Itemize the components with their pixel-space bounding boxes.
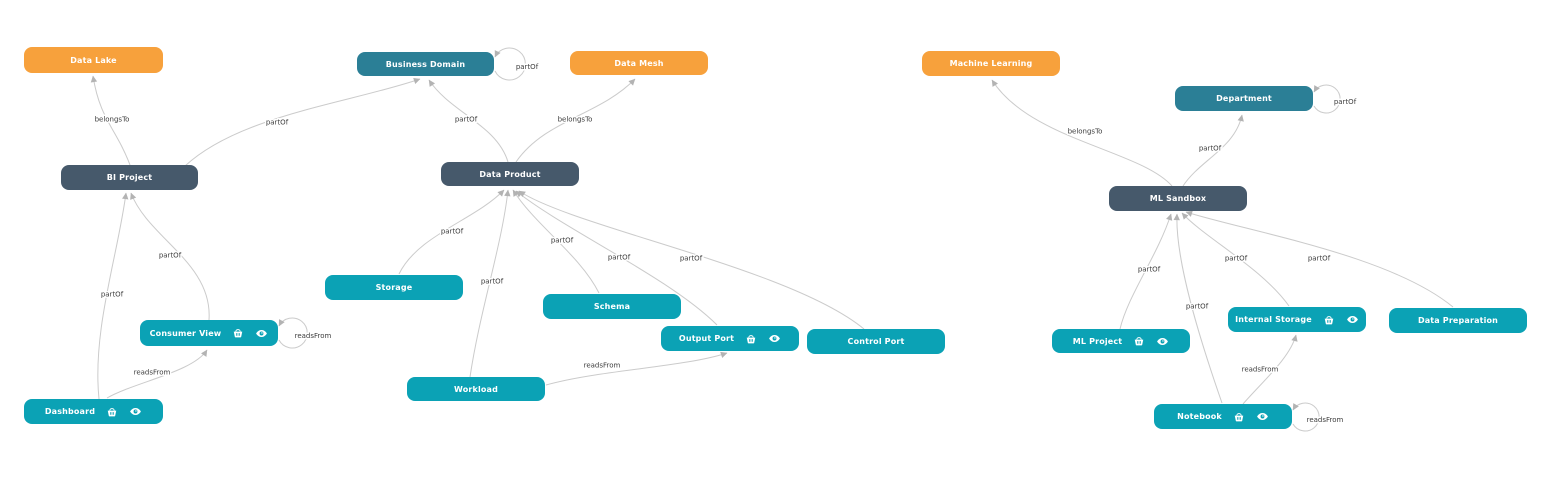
node-label: Data Mesh: [614, 58, 664, 68]
eye-icon[interactable]: [768, 332, 781, 345]
edge-notebook-internal-storage: [1242, 334, 1298, 405]
edge-label: readsFrom: [295, 332, 332, 340]
eye-icon[interactable]: [1346, 313, 1359, 326]
edge-ml-sandbox-department: [1182, 114, 1244, 187]
node-label: Dashboard: [44, 407, 96, 416]
edge-data-preparation-ml-sandbox: [1185, 210, 1454, 308]
edge-label: partOf: [680, 255, 703, 263]
edge-label: partOf: [1334, 98, 1357, 106]
node-label: ML Project: [1072, 336, 1123, 346]
edge-label: belongsTo: [558, 116, 593, 124]
edge-label: partOf: [481, 278, 504, 286]
edge-ml-project-ml-sandbox: [1119, 213, 1173, 330]
edge-consumer-view-bi-project: [130, 192, 210, 321]
node-label: Workload: [454, 384, 498, 394]
node-control-port[interactable]: Control Port: [807, 329, 945, 354]
edge-label: belongsTo: [1068, 128, 1103, 136]
node-data-mesh[interactable]: Data Mesh: [570, 51, 708, 75]
node-schema[interactable]: Schema: [543, 294, 681, 319]
node-workload[interactable]: Workload: [407, 377, 545, 401]
node-dashboard[interactable]: Dashboard: [24, 399, 163, 424]
node-machine-learning[interactable]: Machine Learning: [922, 51, 1060, 76]
node-ml-sandbox[interactable]: ML Sandbox: [1109, 186, 1247, 211]
edge-label: partOf: [101, 291, 124, 299]
edge-output-port-data-product: [515, 190, 718, 326]
node-data-product[interactable]: Data Product: [441, 162, 579, 186]
node-storage[interactable]: Storage: [325, 275, 463, 300]
node-department[interactable]: Department: [1175, 86, 1313, 111]
node-label: Business Domain: [385, 59, 466, 69]
node-internal-storage[interactable]: Internal Storage: [1228, 307, 1366, 332]
edge-data-product-business-domain: [428, 79, 509, 163]
edge-label: partOf: [1308, 255, 1331, 263]
node-output-port[interactable]: Output Port: [661, 326, 799, 351]
node-label: Department: [1216, 94, 1272, 103]
edge-label: readsFrom: [134, 369, 171, 377]
basket-icon[interactable]: [745, 333, 757, 345]
edge-ml-sandbox-machine-learning: [991, 79, 1173, 187]
edge-label: partOf: [441, 228, 464, 236]
node-label: ML Sandbox: [1149, 194, 1207, 203]
self-loop-consumer-view: [278, 317, 308, 349]
edge-workload-data-product: [469, 189, 511, 378]
basket-icon[interactable]: [1323, 314, 1335, 326]
node-label: Control Port: [847, 337, 905, 346]
node-data-preparation[interactable]: Data Preparation: [1389, 308, 1527, 333]
edge-schema-data-product: [512, 189, 600, 294]
edge-label: partOf: [159, 252, 182, 260]
node-label: Internal Storage: [1235, 315, 1312, 324]
edge-label: partOf: [266, 119, 289, 127]
edge-notebook-ml-sandbox: [1173, 213, 1223, 404]
node-notebook[interactable]: Notebook: [1154, 404, 1292, 429]
edge-label: partOf: [608, 254, 631, 262]
node-label: Schema: [593, 302, 631, 311]
edge-workload-output-port: [545, 351, 728, 386]
eye-icon[interactable]: [255, 327, 268, 340]
edge-label: partOf: [551, 237, 574, 245]
node-label: Data Preparation: [1417, 316, 1499, 325]
edge-label: readsFrom: [1242, 366, 1279, 374]
edge-bi-project-data-lake: [90, 75, 131, 166]
basket-icon[interactable]: [1233, 411, 1245, 423]
edge-data-product-data-mesh: [515, 78, 636, 163]
node-consumer-view[interactable]: Consumer View: [140, 320, 278, 346]
node-label: Data Product: [479, 169, 541, 179]
edge-dashboard-consumer-view: [106, 349, 208, 399]
edge-storage-data-product: [398, 189, 505, 275]
edge-label: readsFrom: [1307, 416, 1344, 424]
edge-label: readsFrom: [584, 362, 621, 370]
edge-label: belongsTo: [95, 116, 130, 124]
node-label: Machine Learning: [949, 59, 1033, 68]
edge-label: partOf: [1199, 145, 1222, 153]
self-loop-department: [1313, 84, 1341, 114]
edge-label: partOf: [1138, 266, 1161, 274]
eye-icon[interactable]: [1256, 410, 1269, 423]
node-label: Notebook: [1177, 412, 1222, 421]
node-label: Storage: [375, 283, 413, 292]
edge-dashboard-bi-project: [97, 192, 129, 400]
node-bi-project[interactable]: BI Project: [61, 165, 198, 190]
self-loop-business-domain: [494, 47, 526, 81]
edge-label: partOf: [455, 116, 478, 124]
node-label: Consumer View: [149, 328, 222, 338]
basket-icon[interactable]: [106, 406, 118, 418]
node-label: Data Lake: [70, 55, 117, 65]
eye-icon[interactable]: [1156, 335, 1169, 348]
edge-label: partOf: [1225, 255, 1248, 263]
node-label: Output Port: [678, 334, 735, 343]
eye-icon[interactable]: [129, 405, 142, 418]
node-business-domain[interactable]: Business Domain: [357, 52, 494, 76]
edge-label: partOf: [516, 63, 539, 71]
node-data-lake[interactable]: Data Lake: [24, 47, 163, 73]
edge-label: partOf: [1186, 303, 1209, 311]
edge-control-port-data-product: [518, 190, 865, 330]
self-loop-notebook: [1292, 402, 1320, 432]
basket-icon[interactable]: [232, 327, 244, 339]
node-label: BI Project: [106, 173, 153, 182]
edge-internal-storage-ml-sandbox: [1181, 212, 1290, 307]
edge-bi-project-business-domain: [184, 77, 421, 167]
basket-icon[interactable]: [1133, 335, 1145, 347]
node-ml-project[interactable]: ML Project: [1052, 329, 1190, 353]
